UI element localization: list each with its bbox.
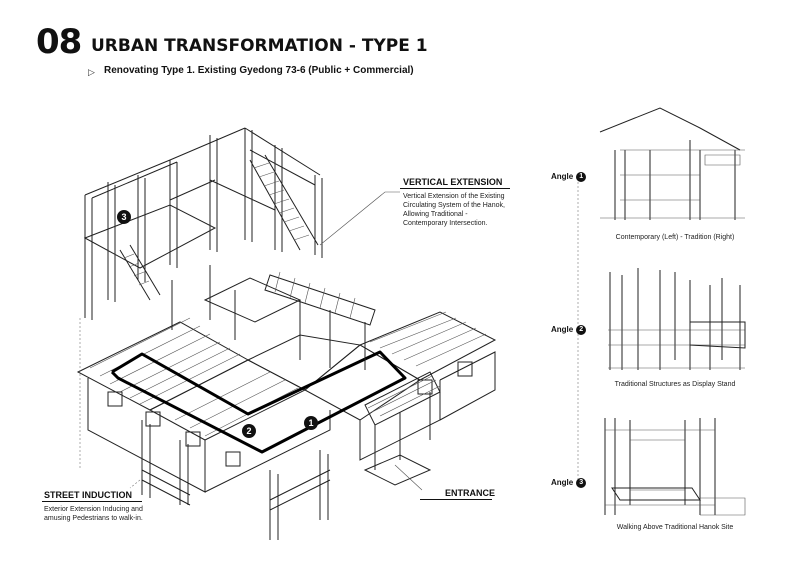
angle-1-number: 1	[576, 172, 587, 182]
angle-3-number: 3	[576, 478, 587, 488]
marker-2: 2	[242, 424, 256, 438]
entrance-pergola	[363, 371, 441, 486]
angle3-view	[604, 418, 746, 516]
street-induction-title: STREET INDUCTION	[44, 490, 133, 500]
marker-1: 1	[304, 416, 318, 430]
page-title: URBAN TRANSFORMATION - TYPE 1	[91, 36, 428, 56]
subtitle-arrow-icon: ▷	[88, 67, 95, 77]
angle2-view	[608, 268, 746, 370]
marker-3: 3	[117, 210, 131, 224]
circulation-outline	[110, 350, 407, 454]
angle-1-caption: Contemporary (Left) - Tradition (Right)	[615, 234, 735, 241]
angle-2-caption: Traditional Structures as Display Stand	[614, 381, 736, 388]
vertical-extension-rule	[400, 188, 510, 189]
street-induction-rule	[42, 501, 142, 502]
angle-3-caption: Walking Above Traditional Hanok Site	[616, 524, 734, 531]
page-subtitle: Renovating Type 1. Existing Gyedong 73-6…	[104, 65, 414, 76]
vertical-extension-title: VERTICAL EXTENSION	[403, 177, 503, 187]
courtyard-pergola	[264, 271, 376, 370]
page-number: 08	[36, 22, 82, 62]
vertical-extension-text: Vertical Extension of the Existing Circu…	[403, 193, 505, 227]
angle-2-number: 2	[576, 325, 587, 335]
entrance-rule	[420, 499, 492, 500]
street-induction-text: Exterior Extension Inducing and amusing …	[44, 506, 143, 522]
vertical-extension-frame	[83, 127, 323, 350]
entrance-title: ENTRANCE	[445, 488, 496, 498]
angle1-view	[599, 107, 745, 220]
street-frame	[141, 420, 331, 540]
